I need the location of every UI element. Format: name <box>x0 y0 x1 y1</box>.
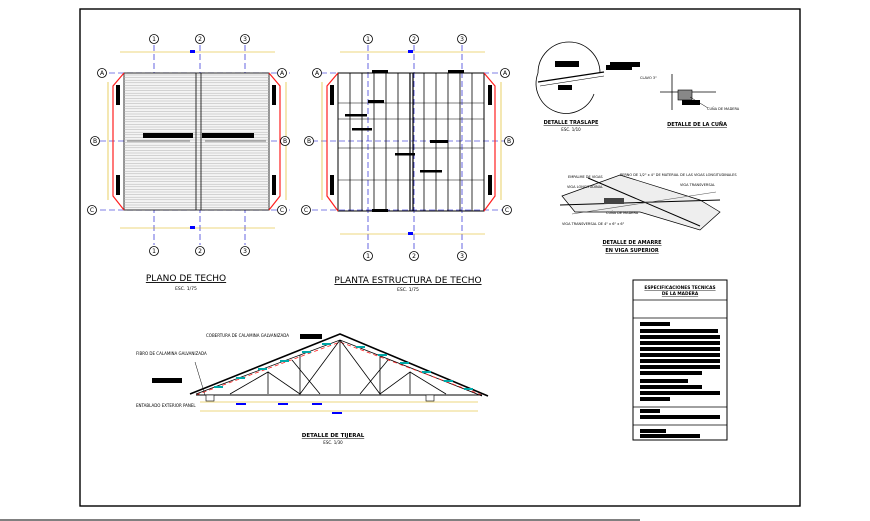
spec-text-line <box>640 341 720 345</box>
axis-label: A <box>503 70 508 77</box>
detalle-tijeral-drawing: COBERTURA DE CALAMINA GALVANIZADA FIBRO … <box>136 333 489 445</box>
detalle-traslape-title: DETALLE TRASLAPE <box>544 120 599 126</box>
dimension-tag <box>400 362 409 364</box>
dimension-tag <box>258 368 267 370</box>
tijeral-fibro-label: FIBRO DE CALAMINA GALVANIZADA <box>136 351 207 356</box>
spec-text-line <box>640 379 688 383</box>
axis-label: 2 <box>198 248 202 255</box>
amarre-perno-label: PERNO DE 1/2" x 4" DE MATERIAL DE LAS VI… <box>620 173 737 177</box>
axis-label: 1 <box>366 36 370 43</box>
axis-label: B <box>507 138 511 145</box>
detalle-cuna-drawing: CLAVO 3" CUÑA DE MADERA DETALLE DE LA CU… <box>610 62 740 128</box>
axis-label: B <box>283 138 287 145</box>
detalle-amarre-drawing: EMPALME DE VIGAS PERNO DE 1/2" x 4" DE M… <box>559 173 737 254</box>
axis-label: 1 <box>152 248 156 255</box>
spec-text-line <box>640 434 700 438</box>
detalle-amarre-title-1: DETALLE DE AMARRE <box>602 240 662 246</box>
axis-label: 2 <box>198 36 202 43</box>
drawing-frame <box>79 8 801 507</box>
axis-label: 3 <box>460 253 464 260</box>
axis-label: A <box>315 70 320 77</box>
spec-text-line <box>640 329 718 333</box>
detalle-traslape-drawing: DETALLE TRASLAPE ESC. 1/10 <box>535 41 632 132</box>
especificaciones-title-1: ESPECIFICACIONES TECNICAS <box>644 285 715 291</box>
amarre-empalme-label: EMPALME DE VIGAS <box>568 175 603 179</box>
tijeral-cobertura-label: COBERTURA DE CALAMINA GALVANIZADA <box>206 333 289 338</box>
axis-label: 3 <box>460 36 464 43</box>
spec-text-line <box>640 335 720 339</box>
dimension-tag <box>322 343 331 345</box>
axis-label: C <box>505 207 509 214</box>
amarre-viga-long-label: VIGA LONGITUDINAL <box>567 185 603 189</box>
axis-label: 1 <box>366 253 370 260</box>
amarre-cuna-label: CUÑA DE MADERA <box>606 210 639 215</box>
axis-label: C <box>304 207 308 214</box>
spec-text-line <box>640 385 702 389</box>
spec-text-line <box>640 347 720 351</box>
spec-text-line <box>640 359 720 363</box>
amarre-viga-trans2-label: VIGA TRANSVERSAL DE 4" x 6" x 6" <box>562 222 625 226</box>
spec-text-line <box>640 415 720 419</box>
axis-label: 3 <box>243 248 247 255</box>
dimension-tag <box>280 360 289 362</box>
dimension-tag <box>236 377 245 379</box>
spec-text-line <box>640 365 720 369</box>
planta-estructura-scale: ESC. 1/75 <box>397 287 419 293</box>
plano-techo-scale: ESC. 1/75 <box>175 286 197 292</box>
dimension-tag <box>422 371 431 373</box>
detalle-tijeral-title: DETALLE DE TIJERAL <box>302 433 365 439</box>
dimension-tag <box>214 386 223 388</box>
detalle-cuna-title: DETALLE DE LA CUÑA <box>667 121 727 128</box>
plano-techo-drawing: 1 2 3 1 2 3 A B C A B C PLANO DE TECHO E… <box>87 34 290 292</box>
spec-text-line <box>640 409 660 413</box>
tijeral-entablado-label: ENTABLADO EXTERIOR PANEL <box>136 403 196 408</box>
cuna-clavo-label: CLAVO 3" <box>640 76 657 80</box>
dimension-tag <box>302 351 311 353</box>
axis-label: C <box>90 207 94 214</box>
dimension-tag <box>464 388 473 390</box>
spec-text-line <box>640 429 666 433</box>
axis-label: 1 <box>152 36 156 43</box>
axis-label: 3 <box>243 36 247 43</box>
especificaciones-title-2: DE LA MADERA <box>662 291 699 297</box>
spec-text-line <box>640 391 720 395</box>
spec-text-line <box>640 322 670 326</box>
planta-estructura-title: PLANTA ESTRUCTURA DE TECHO <box>334 276 481 286</box>
dimension-tag <box>378 354 387 356</box>
axis-label: C <box>280 207 284 214</box>
detalle-amarre-title-2: EN VIGA SUPERIOR <box>605 248 658 254</box>
detalle-traslape-scale: ESC. 1/10 <box>561 127 581 132</box>
spec-text-line <box>640 353 720 357</box>
especificaciones-table: ESPECIFICACIONES TECNICAS DE LA MADERA <box>632 279 728 441</box>
dimension-tag <box>444 380 453 382</box>
axis-label: B <box>93 138 97 145</box>
spec-text-line <box>640 397 670 401</box>
planta-estructura-drawing: 1 2 3 1 2 3 A B C A B C PLANTA ESTRUCTUR… <box>301 34 514 293</box>
detalle-tijeral-scale: ESC. 1/30 <box>323 440 343 445</box>
axis-label: 2 <box>412 36 416 43</box>
axis-label: A <box>280 70 285 77</box>
plano-techo-title: PLANO DE TECHO <box>146 274 226 284</box>
axis-label: B <box>307 138 311 145</box>
cuna-wedge-label: CUÑA DE MADERA <box>707 106 740 111</box>
axis-label: 2 <box>412 253 416 260</box>
dimension-tag <box>356 346 365 348</box>
spec-text-line <box>640 371 702 375</box>
amarre-viga-trans-label: VIGA TRANSVERSAL <box>680 183 715 187</box>
axis-label: A <box>100 70 105 77</box>
